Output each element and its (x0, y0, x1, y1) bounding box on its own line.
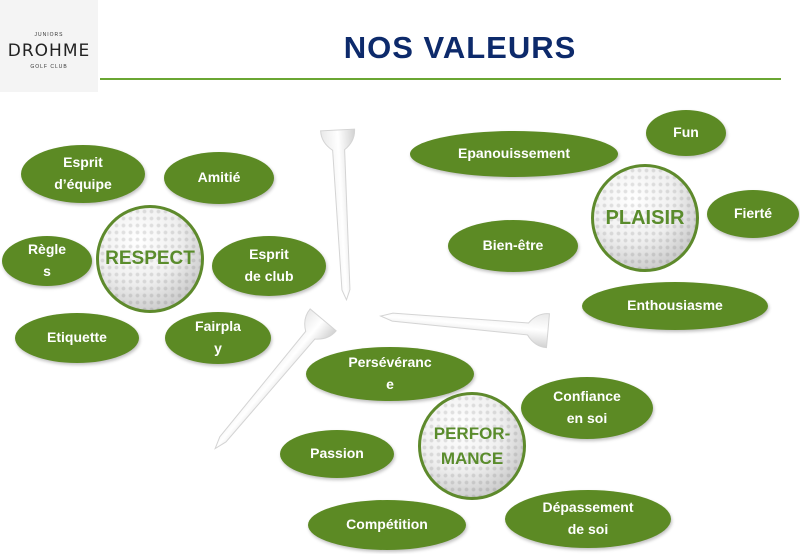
value-fierte: Fierté (707, 190, 799, 238)
value-enthousiasme: Enthousiasme (582, 282, 768, 330)
golf-ball-plaisir: PLAISIR (591, 164, 699, 272)
value-competition: Compétition (308, 500, 466, 550)
ball-label-performance: PERFOR- MANCE (433, 423, 511, 469)
ball-label-plaisir: PLAISIR (605, 206, 685, 229)
value-regles: Règle s (2, 236, 92, 286)
ball-label-respect: RESPECT (105, 248, 195, 269)
value-etiquette: Etiquette (15, 313, 139, 363)
golf-ball-performance: PERFOR- MANCE (418, 392, 526, 500)
tee-left (214, 308, 337, 450)
value-depassement: Dépassement de soi (505, 490, 671, 548)
logo-bottom-text: GOLF CLUB (30, 64, 68, 70)
value-fairplay: Fairpla y (165, 312, 271, 364)
logo-top-text: JUNIORS (34, 32, 64, 38)
tee-upper (320, 128, 356, 302)
value-esprit-equipe: Esprit d’équipe (21, 145, 145, 203)
value-passion: Passion (280, 430, 394, 478)
value-confiance: Confiance en soi (521, 377, 653, 439)
golf-ball-respect: RESPECT (96, 205, 204, 313)
value-perseverance: Persévéranc e (306, 347, 474, 401)
value-amitie: Amitié (164, 152, 274, 204)
value-esprit-club: Esprit de club (212, 236, 326, 296)
page-title: NOS VALEURS (343, 30, 577, 65)
title-underline (100, 78, 781, 80)
value-fun: Fun (646, 110, 726, 156)
club-logo: JUNIORS DROHME GOLF CLUB (0, 0, 98, 92)
logo-main-text: DROHME (7, 41, 91, 61)
tee-right (379, 312, 550, 349)
value-bien-etre: Bien-être (448, 220, 578, 272)
value-epanouissement: Epanouissement (410, 131, 618, 177)
